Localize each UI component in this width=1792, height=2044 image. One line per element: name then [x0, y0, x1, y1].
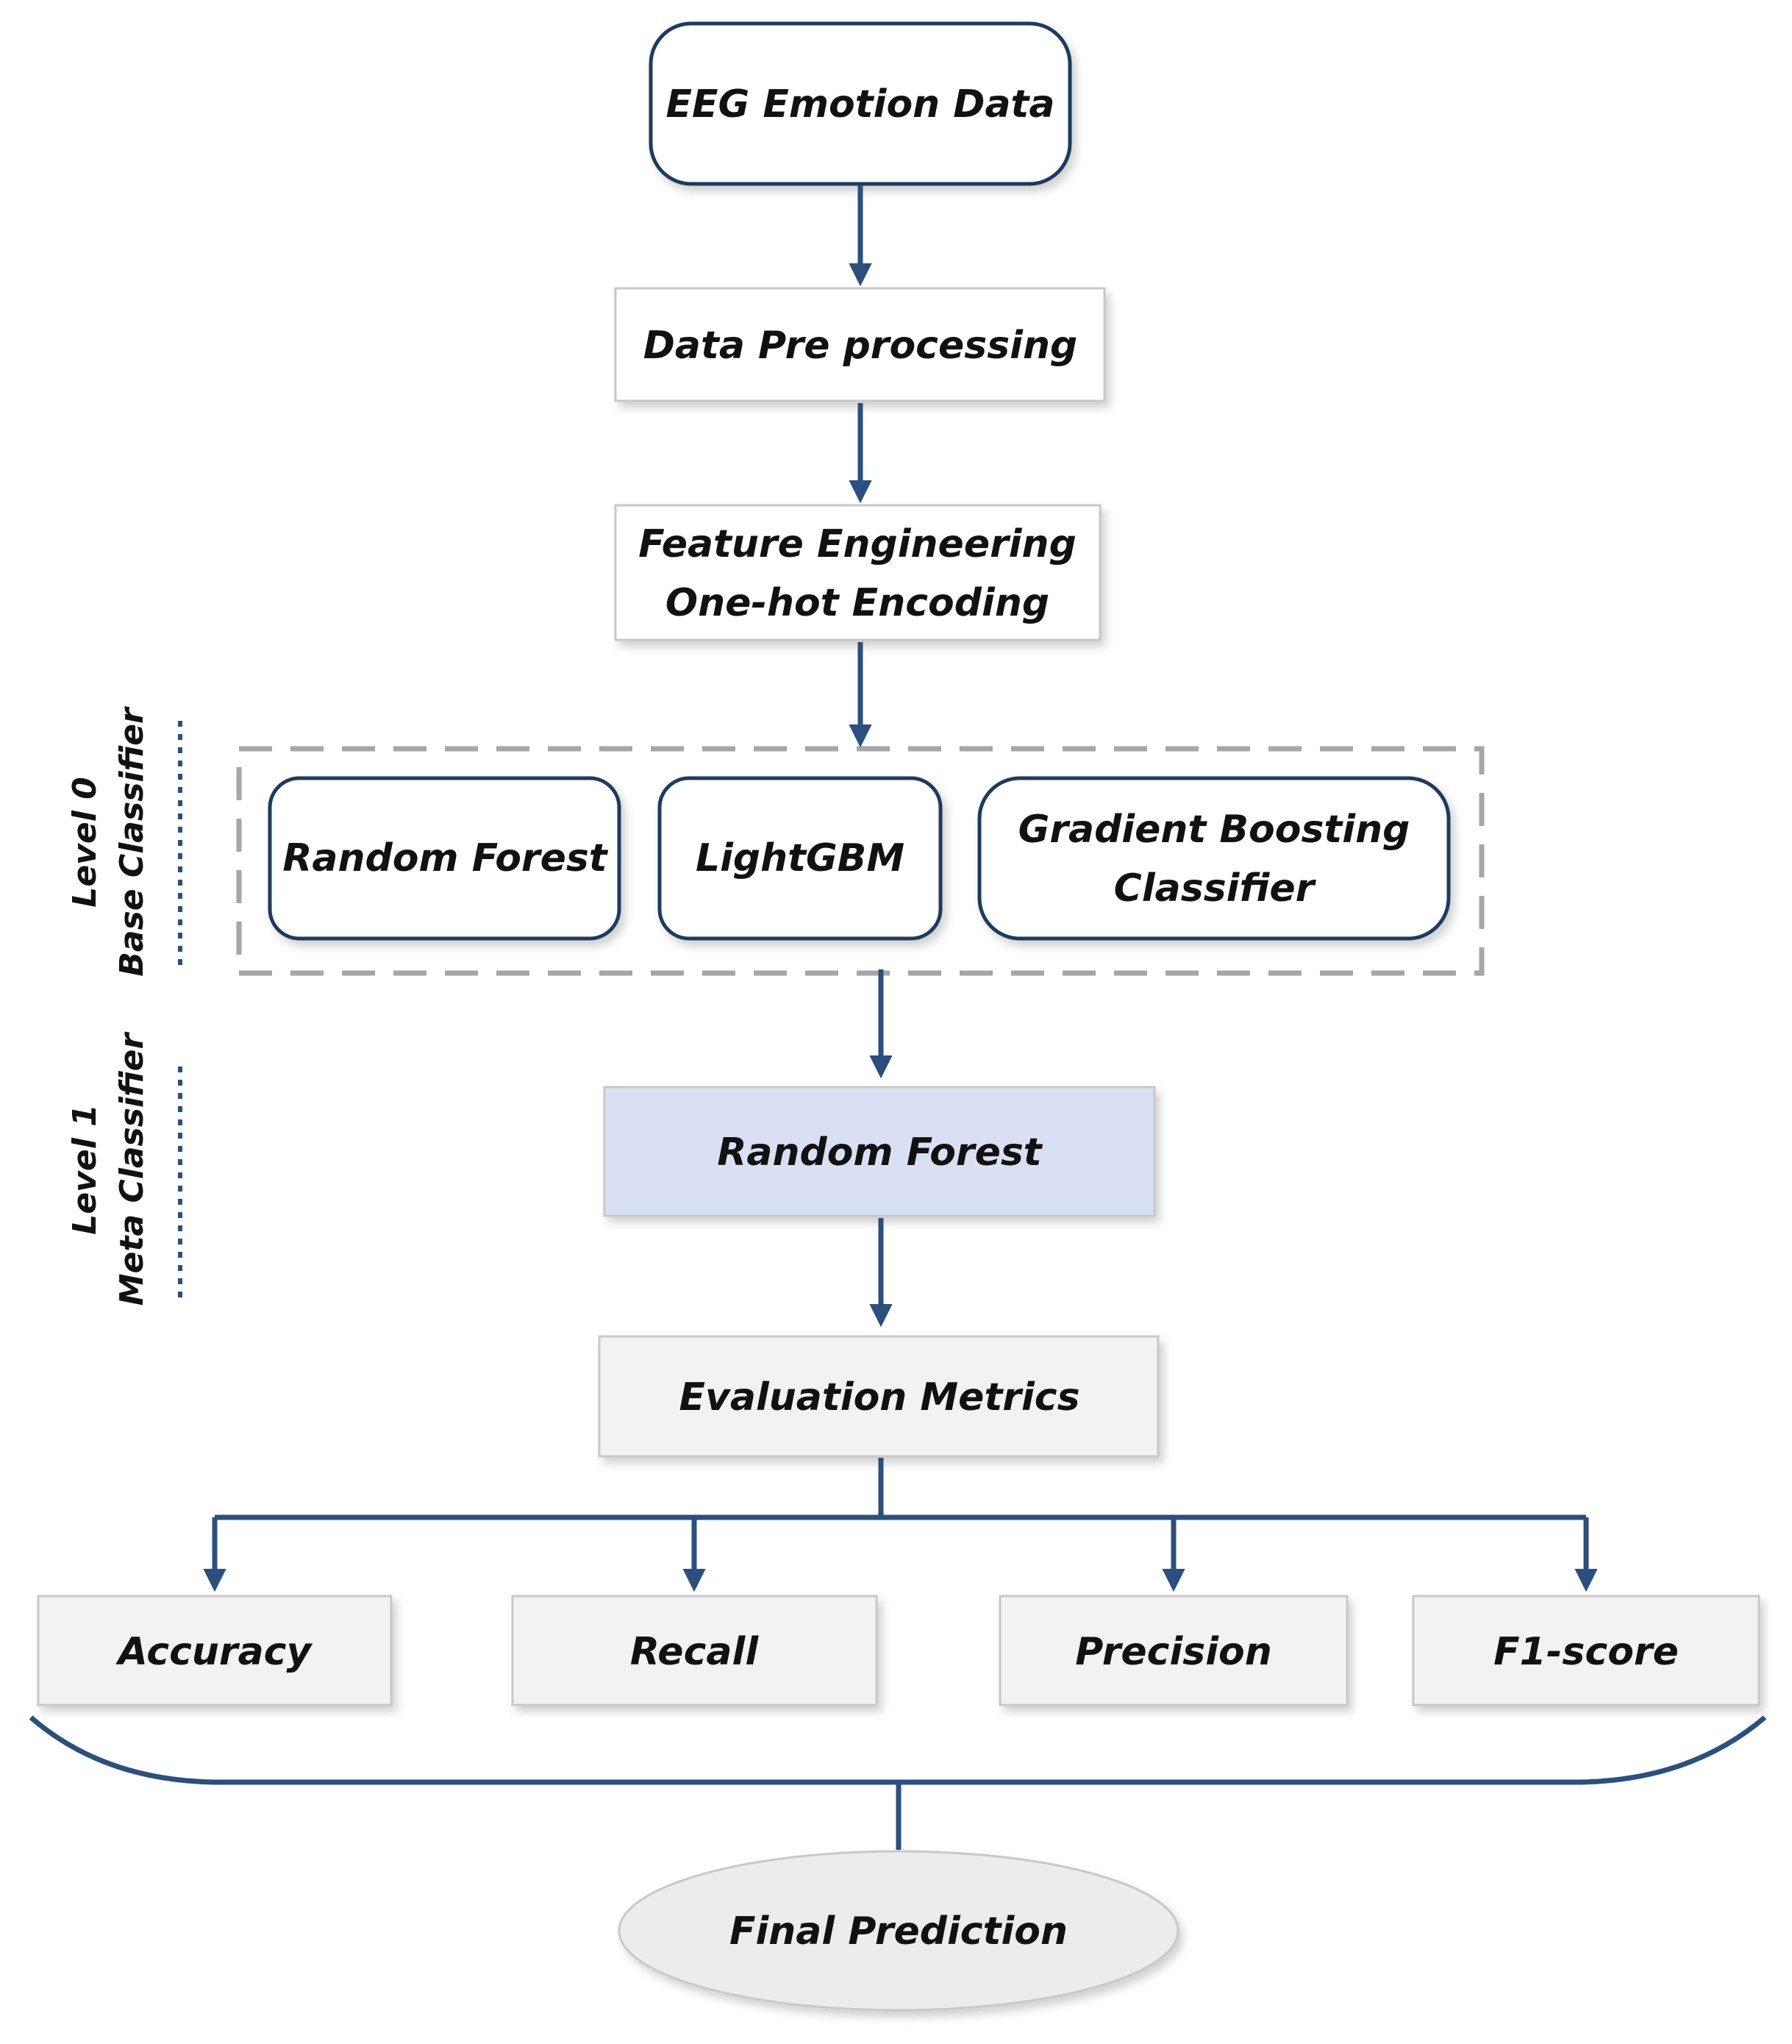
evaluation-metrics-label: Evaluation Metrics [679, 1375, 1079, 1420]
metrics-bracket [29, 1715, 1767, 1785]
base-lightgbm-node: LightGBM [657, 776, 943, 941]
feature-engineering-label: Feature Engineering [638, 522, 1077, 566]
one-hot-encoding-label: One-hot Encoding [665, 581, 1049, 625]
accuracy-label: Accuracy [115, 1630, 313, 1674]
preprocessing-node: Data Pre processing [614, 287, 1106, 402]
level1-subtitle: Meta Classifier [113, 1032, 151, 1306]
f1-score-node: F1-score [1412, 1595, 1760, 1706]
base-classifier-group [236, 746, 1485, 976]
meta-random-forest-label: Random Forest [717, 1130, 1043, 1175]
final-prediction-node: Final Prediction [618, 1850, 1179, 2012]
connectors [203, 185, 1598, 1850]
accuracy-node: Accuracy [37, 1595, 393, 1706]
f1-score-label: F1-score [1493, 1630, 1679, 1674]
precision-node: Precision [999, 1595, 1349, 1706]
base-random-forest-label: Random Forest [282, 836, 608, 880]
level0-label: Level 0 Base Classifier [66, 706, 151, 977]
precision-label: Precision [1075, 1630, 1272, 1674]
level1-title: Level 1 [66, 1104, 104, 1234]
final-prediction-label: Final Prediction [729, 1909, 1068, 1954]
recall-label: Recall [630, 1630, 759, 1674]
meta-random-forest-node: Random Forest [603, 1086, 1156, 1217]
feature-engineering-node: Feature Engineering One-hot Encoding [614, 504, 1102, 641]
level0-subtitle: Base Classifier [113, 706, 151, 977]
base-gradient-boosting-label: Gradient Boosting [1018, 808, 1410, 852]
evaluation-metrics-node: Evaluation Metrics [598, 1335, 1160, 1458]
base-lightgbm-label: LightGBM [696, 836, 904, 880]
preprocessing-label: Data Pre processing [643, 324, 1077, 368]
base-gradient-boosting-node: Gradient Boosting Classifier [977, 776, 1451, 941]
base-classifier-label: Classifier [1114, 866, 1317, 911]
recall-node: Recall [511, 1595, 878, 1706]
base-random-forest-node: Random Forest [268, 776, 621, 941]
level0-title: Level 0 [66, 777, 104, 907]
eeg-emotion-data-node: EEG Emotion Data [649, 21, 1072, 186]
level1-label: Level 1 Meta Classifier [66, 1032, 151, 1306]
eeg-emotion-data-label: EEG Emotion Data [666, 82, 1055, 127]
